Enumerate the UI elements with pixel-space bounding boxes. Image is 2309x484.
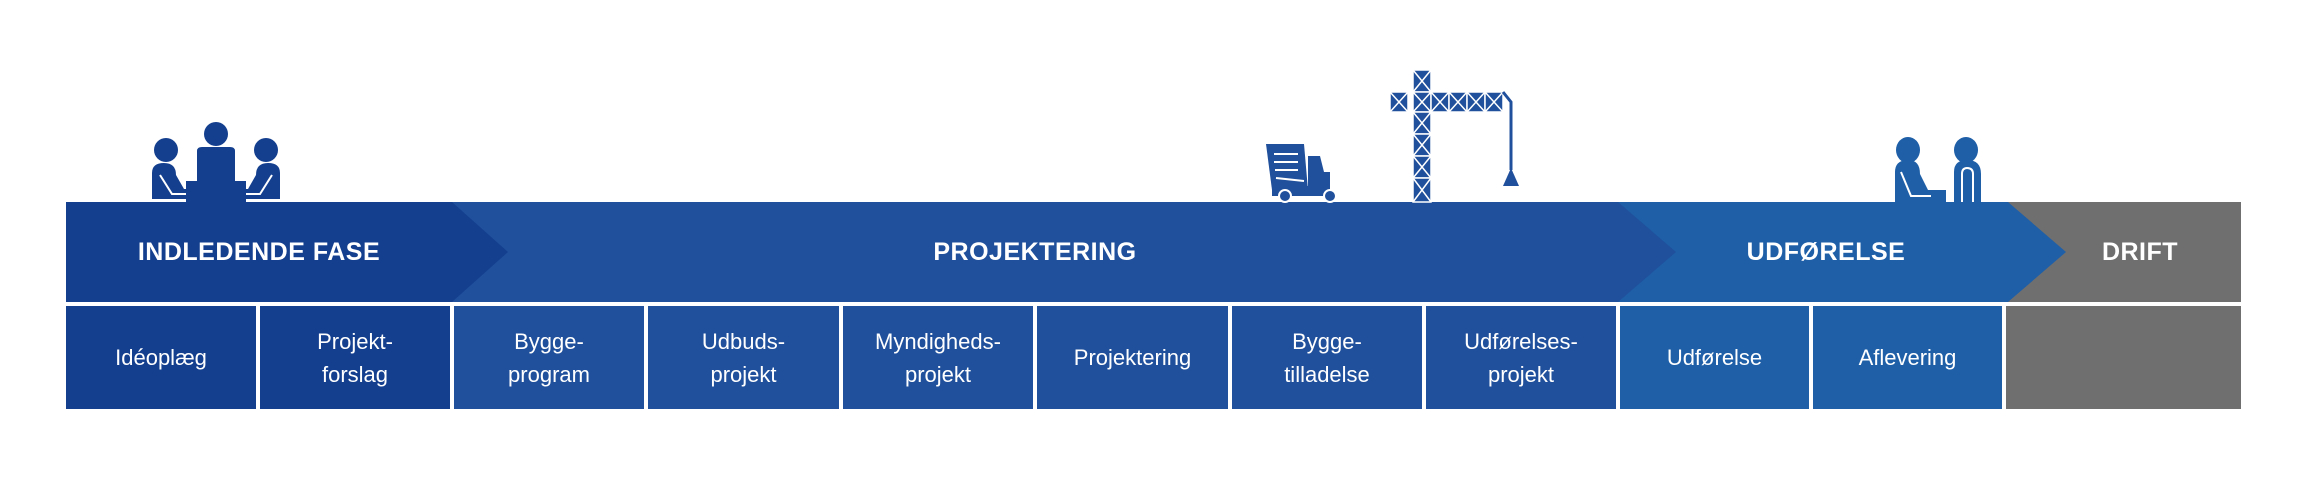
- phase-udforelse: UDFØRELSE: [1746, 237, 1906, 266]
- step-projektforslag: Projekt- forslag: [317, 328, 393, 387]
- step-cell-backgrounds: [66, 306, 2241, 409]
- step-myndighedsprojekt: Myndigheds- projekt: [875, 328, 1001, 387]
- phase-udforelse-shape: [1618, 202, 2066, 302]
- crane-icon: [1389, 69, 1519, 203]
- step-byggeprogram: Bygge- program: [508, 328, 590, 387]
- step-aflevering: Aflevering: [1858, 345, 1957, 370]
- step-udforelse: Udførelse: [1666, 345, 1763, 370]
- step-udforelsesprojekt: Udførelses- projekt: [1464, 328, 1578, 387]
- phase-indledende-shape: [66, 202, 508, 302]
- step-drift-empty: [2006, 306, 2241, 409]
- phase-drift-shape: [2004, 202, 2241, 302]
- phase-indledende-fase: INDLEDENDE FASE: [137, 237, 381, 266]
- phase-drift: DRIFT: [2101, 237, 2179, 266]
- step-projektering: Projektering: [1073, 345, 1192, 370]
- phase-projektering: PROJEKTERING: [933, 237, 1137, 266]
- handshake-icon: [1895, 137, 1981, 202]
- step-ideoplaeg: Idéoplæg: [115, 345, 207, 370]
- truck-icon: [1266, 144, 1337, 203]
- step-byggetilladelse: Bygge- tilladelse: [1284, 328, 1370, 387]
- phase-projektering-shape: [452, 202, 1676, 302]
- meeting-icon: [152, 122, 280, 202]
- step-udbudsprojekt: Udbuds- projekt: [701, 328, 786, 387]
